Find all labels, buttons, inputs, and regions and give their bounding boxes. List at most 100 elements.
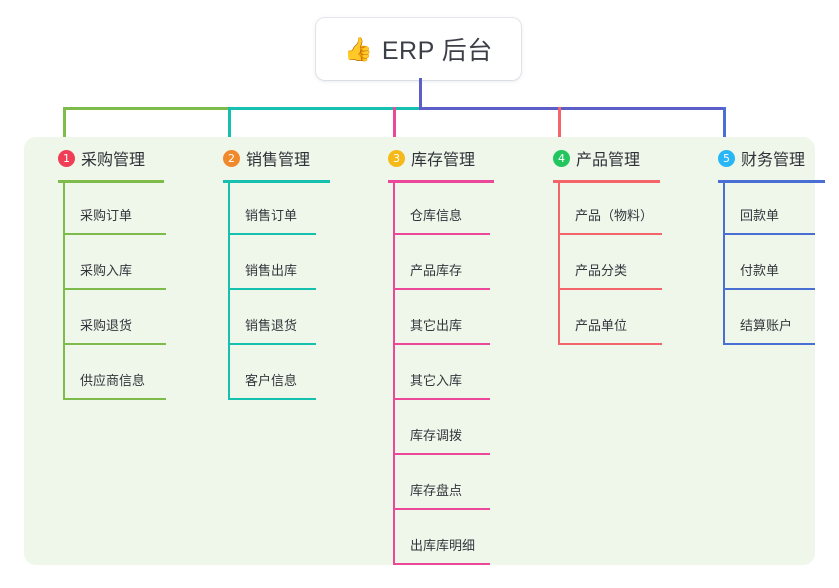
branch-bar-segment-3 [419, 107, 726, 110]
branch-stem-5 [723, 107, 726, 147]
branch-child-label: 客户信息 [245, 373, 298, 388]
branch-child-label: 仓库信息 [410, 208, 463, 223]
branch-child-underline [558, 233, 662, 235]
branch-number-badge: 5 [718, 149, 735, 167]
branch-child-item[interactable]: 出库库明细 [393, 510, 490, 565]
branch-child-label: 产品分类 [575, 263, 628, 278]
branch-child-item[interactable]: 其它出库 [393, 290, 490, 345]
branch-child-underline [393, 343, 490, 345]
branch-child-label: 出库库明细 [410, 538, 476, 553]
branch-child-label: 产品单位 [575, 318, 628, 333]
branch-child-item[interactable]: 产品分类 [558, 235, 662, 290]
branch-trunk [228, 180, 230, 400]
branch-child-underline [393, 508, 490, 510]
branch-child-underline [63, 233, 166, 235]
branch-stem-3 [393, 107, 396, 147]
branch-header-underline [553, 180, 660, 183]
branch-child-item[interactable]: 采购退货 [63, 290, 166, 345]
branch-header-库存管理[interactable]: 3 库存管理 [371, 146, 475, 170]
branch-column-3: 3 库存管理仓库信息产品库存其它出库其它入库库存调拨库存盘点出库库明细 [371, 146, 494, 565]
branch-number-badge: 2 [223, 149, 240, 167]
root-stem [419, 78, 422, 110]
branch-child-item[interactable]: 回款单 [723, 180, 815, 235]
branch-number-badge: 1 [58, 149, 75, 167]
branch-header-underline [58, 180, 164, 183]
branch-trunk [558, 180, 560, 345]
branch-child-underline [393, 398, 490, 400]
branch-child-underline [723, 233, 815, 235]
branch-child-underline [63, 343, 166, 345]
branch-bar-segment-1 [63, 107, 230, 110]
branch-child-label: 产品库存 [410, 263, 463, 278]
branch-child-underline [63, 288, 166, 290]
branch-panel [24, 137, 815, 565]
thumbs-up-icon: 👍 [344, 35, 373, 62]
branch-child-underline [393, 453, 490, 455]
branch-child-underline [228, 398, 316, 400]
branch-number-badge: 4 [553, 149, 570, 167]
branch-child-item[interactable]: 采购入库 [63, 235, 166, 290]
branch-child-label: 供应商信息 [80, 373, 146, 388]
branch-child-item[interactable]: 其它入库 [393, 345, 490, 400]
branch-child-label: 销售订单 [245, 208, 298, 223]
branch-child-underline [723, 288, 815, 290]
branch-header-underline [388, 180, 494, 183]
branch-child-label: 回款单 [740, 208, 780, 223]
branch-child-label: 库存调拨 [410, 428, 463, 443]
branch-child-item[interactable]: 库存调拨 [393, 400, 490, 455]
branch-child-item[interactable]: 付款单 [723, 235, 815, 290]
branch-child-item[interactable]: 供应商信息 [63, 345, 166, 400]
branch-stem-2 [228, 107, 231, 147]
branch-child-label: 销售退货 [245, 318, 298, 333]
branch-title: 库存管理 [411, 152, 476, 169]
branch-title: 产品管理 [576, 152, 641, 169]
branch-child-item[interactable]: 产品单位 [558, 290, 662, 345]
branch-child-label: 采购订单 [80, 208, 133, 223]
branch-child-item[interactable]: 产品（物料） [558, 180, 662, 235]
branch-child-underline [228, 343, 316, 345]
branch-child-item[interactable]: 结算账户 [723, 290, 815, 345]
branch-trunk [393, 180, 395, 565]
branch-child-underline [393, 288, 490, 290]
branch-child-label: 付款单 [740, 263, 780, 278]
branch-child-label: 销售出库 [245, 263, 298, 278]
branch-header-销售管理[interactable]: 2 销售管理 [206, 146, 310, 170]
branch-child-item[interactable]: 仓库信息 [393, 180, 490, 235]
branch-title: 销售管理 [246, 152, 311, 169]
branch-child-item[interactable]: 销售出库 [228, 235, 316, 290]
branch-header-采购管理[interactable]: 1 采购管理 [41, 146, 145, 170]
branch-child-item[interactable]: 采购订单 [63, 180, 166, 235]
branch-child-underline [393, 563, 490, 565]
branch-child-item[interactable]: 销售订单 [228, 180, 316, 235]
branch-column-2: 2 销售管理销售订单销售出库销售退货客户信息 [206, 146, 330, 400]
branch-child-item[interactable]: 库存盘点 [393, 455, 490, 510]
branch-child-underline [723, 343, 815, 345]
branch-child-underline [63, 398, 166, 400]
branch-child-item[interactable]: 客户信息 [228, 345, 316, 400]
root-node[interactable]: 👍 ERP 后台 [316, 18, 521, 80]
branch-stem-4 [558, 107, 561, 147]
branch-bar-segment-2 [228, 107, 421, 110]
branch-column-1: 1 采购管理采购订单采购入库采购退货供应商信息 [41, 146, 166, 400]
root-node-title: ERP 后台 [381, 37, 493, 65]
branch-column-4: 4 产品管理产品（物料） 产品分类产品单位 [536, 146, 662, 345]
branch-child-label: 其它出库 [410, 318, 463, 333]
branch-child-label: 采购入库 [80, 263, 133, 278]
branch-header-underline [223, 180, 330, 183]
branch-header-underline [718, 180, 825, 183]
branch-trunk [63, 180, 65, 400]
branch-header-产品管理[interactable]: 4 产品管理 [536, 146, 640, 170]
branch-child-underline [558, 288, 662, 290]
branch-child-underline [228, 233, 316, 235]
branch-number-badge: 3 [388, 149, 405, 167]
branch-child-item[interactable]: 产品库存 [393, 235, 490, 290]
branch-child-label: 其它入库 [410, 373, 463, 388]
branch-child-underline [228, 288, 316, 290]
branch-child-label: 库存盘点 [410, 483, 463, 498]
branch-title: 采购管理 [81, 152, 146, 169]
branch-child-underline [558, 343, 662, 345]
branch-child-item[interactable]: 销售退货 [228, 290, 316, 345]
branch-child-label: 采购退货 [80, 318, 133, 333]
